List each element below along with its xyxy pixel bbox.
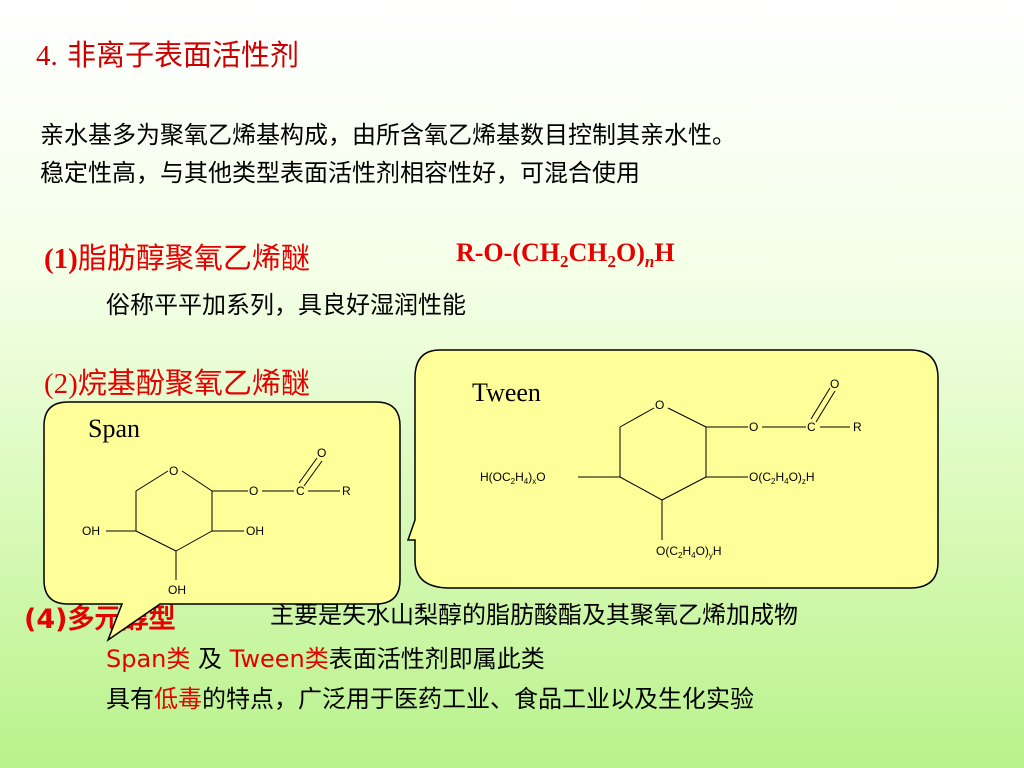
page-title: 4. 非离子表面活性剂 — [36, 32, 299, 74]
formula-part: O) — [615, 238, 645, 267]
atom-oh-bottom: OH — [168, 583, 186, 597]
span-structure: O O C R O OH OH OH — [82, 446, 351, 597]
text-part: 具有 — [106, 685, 154, 713]
span-class-text: Span类 — [106, 645, 191, 673]
section-4-line-2: Span类 及 Tween类表面活性剂即属此类 — [106, 642, 545, 676]
text-part: 的特点，广泛用于医药工业、食品工业以及生化实验 — [202, 685, 754, 713]
span-label: Span — [88, 414, 140, 443]
formula-sub: 2 — [607, 252, 616, 272]
line-rest-text: 表面活性剂即属此类 — [328, 645, 545, 673]
atom-c: C — [807, 420, 816, 434]
atom-o-ring: O — [169, 464, 178, 478]
atom-o-ring: O — [655, 398, 664, 412]
section-4-number: (4) — [24, 604, 68, 635]
section-1-number: (1) — [44, 243, 78, 275]
intro-line-2: 稳定性高，与其他类型表面活性剂相容性好，可混合使用 — [40, 159, 640, 187]
atom-o-ester: O — [749, 420, 758, 434]
formula-sub: 2 — [559, 252, 569, 272]
atom-oh-right: OH — [246, 524, 264, 538]
section-4-desc: 主要是失水山梨醇的脂肪酸酯及其聚氧乙烯加成物 — [270, 601, 798, 629]
section-1-desc: 俗称平平加系列，具良好湿润性能 — [106, 291, 466, 319]
tween-class-text: Tween类 — [229, 645, 329, 673]
left-polyoxyethylene-group: H(OC2H4)xO — [480, 470, 546, 486]
span-callout-bubble — [43, 401, 401, 643]
title-number: 4. — [36, 40, 58, 72]
section-2-heading: (2)烷基酚聚氧乙烯醚 — [44, 360, 310, 402]
low-toxicity-text: 低毒 — [154, 685, 202, 713]
title-text: 非离子表面活性剂 — [66, 38, 299, 72]
atom-o-carbonyl: O — [830, 377, 839, 391]
formula-part: CH — [568, 238, 608, 267]
right-polyoxyethylene-group: O(C2H4O)zH — [749, 470, 815, 486]
tween-structure: O O C R O H(OC2H4)xO O(C2H4O)zH O(C2H4O)… — [480, 377, 862, 560]
formula-n: n — [644, 252, 655, 272]
atom-c: C — [296, 484, 305, 498]
section-1-name: 脂肪醇聚氧乙烯醚 — [77, 241, 310, 275]
atom-r: R — [853, 420, 862, 434]
atom-r: R — [342, 484, 351, 498]
atom-oh-left: OH — [82, 524, 100, 538]
bottom-polyoxyethylene-group: O(C2H4O)yH — [656, 544, 722, 560]
formula-part: H — [654, 238, 675, 267]
section-1-formula: R-O-(CH2CH2O)nH — [456, 238, 675, 272]
tween-callout-bubble — [406, 349, 939, 589]
section-2-number: (2) — [44, 368, 78, 400]
tween-label: Tween — [472, 378, 541, 407]
formula-part: R-O-(CH — [456, 238, 560, 267]
intro-line-1: 亲水基多为聚氧乙烯基构成，由所含氧乙烯基数目控制其亲水性。 — [40, 121, 736, 149]
connector-text: 及 — [190, 645, 230, 673]
section-2-name: 烷基酚聚氧乙烯醚 — [77, 366, 310, 400]
section-1-heading: (1)脂肪醇聚氧乙烯醚 — [44, 235, 310, 277]
atom-o-carbonyl: O — [317, 446, 326, 460]
atom-o-ester: O — [249, 484, 258, 498]
section-4-line-3: 具有低毒的特点，广泛用于医药工业、食品工业以及生化实验 — [106, 682, 754, 716]
